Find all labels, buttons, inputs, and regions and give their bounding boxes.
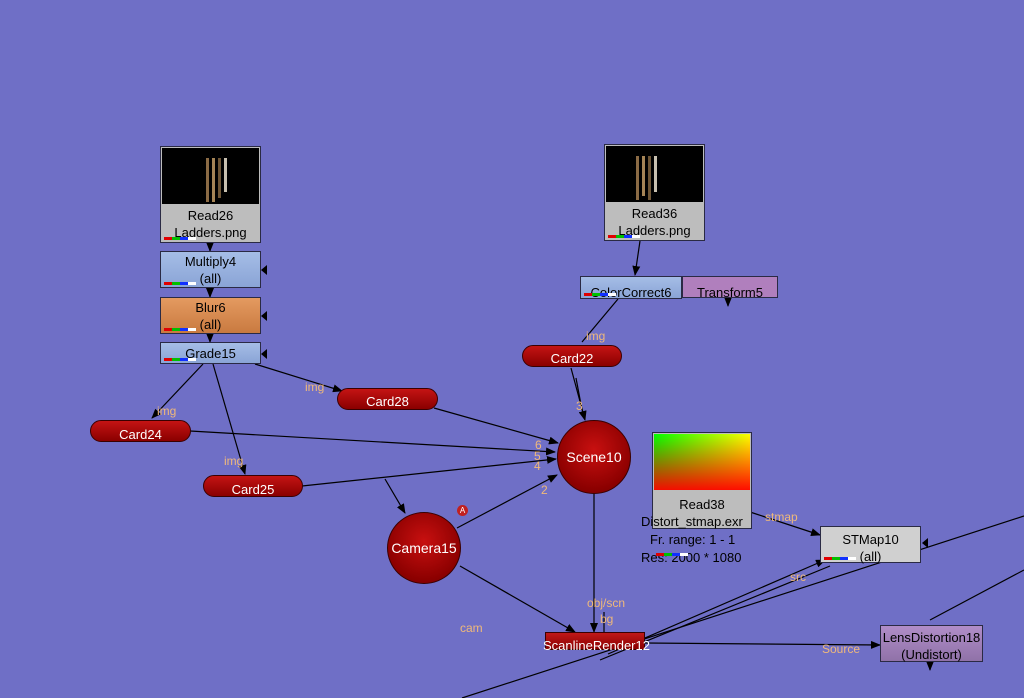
- wire-card22-scene10: [570, 367, 587, 421]
- read38-node[interactable]: Read38: [652, 432, 752, 529]
- input-label-stmap: stmap: [765, 510, 798, 524]
- channel-swatch: [584, 293, 622, 296]
- input-label-obj-scn: obj/scn: [587, 596, 626, 610]
- wire-colorcorrect6-card22: [581, 298, 619, 343]
- wire-read36-colorcorrect6: [632, 240, 641, 276]
- scanlinerender12-title: ScanlineRender12: [543, 638, 650, 653]
- read38-range: Fr. range: 1 - 1: [650, 532, 736, 547]
- scene-input-4: 4: [534, 459, 541, 473]
- read36-thumbnail: [606, 146, 703, 202]
- wire-diagonal-1: [461, 515, 1024, 698]
- scene-input-5: 5: [534, 449, 541, 463]
- card25-title: Card25: [231, 482, 275, 497]
- channel-swatch: [824, 557, 862, 560]
- stmap10-node[interactable]: STMap10 (all): [820, 526, 921, 564]
- read26-file: Ladders.png: [174, 225, 247, 240]
- scene-input-3: 3: [576, 399, 583, 413]
- channel-swatch: [164, 237, 202, 240]
- card24-title: Card24: [119, 427, 162, 442]
- camera15-title: Camera15: [391, 540, 457, 556]
- lensdistortion18-title: LensDistortion18: [882, 630, 981, 645]
- read36-title: Read36: [631, 206, 678, 221]
- card24-node[interactable]: Card24: [90, 420, 191, 442]
- blur6-title: Blur6: [195, 300, 226, 315]
- read26-thumbnail: [162, 148, 259, 204]
- wire-card25-camera15: [384, 478, 406, 514]
- input-label-img: img: [157, 404, 177, 418]
- wire-camera15-scanline: [459, 565, 576, 633]
- card28-title: Card28: [366, 394, 409, 409]
- read38-res: Res: 2000 * 1080: [641, 550, 742, 565]
- wire-read38-stmap10: [749, 511, 821, 536]
- scene-input-6: 6: [535, 438, 542, 452]
- input-label-img: img: [305, 380, 325, 394]
- grade15-node[interactable]: Grade15: [160, 342, 261, 364]
- channel-swatch: [608, 235, 646, 238]
- transform5-node[interactable]: Transform5: [682, 276, 778, 300]
- multiply4-sub: (all): [199, 271, 222, 286]
- read38-channel-swatch: [656, 553, 694, 556]
- grade15-title: Grade15: [185, 346, 236, 361]
- read38-thumbnail: [654, 434, 750, 490]
- wire-diagonal-2: [929, 569, 1024, 621]
- wire-card24-scene10: [189, 430, 556, 456]
- input-label-bg: bg: [600, 612, 614, 626]
- colorcorrect6-title: ColorCorrect6: [590, 285, 672, 300]
- input-label-src: src: [790, 570, 806, 584]
- wire-card25-scene10: [301, 455, 557, 487]
- lensdistortion18-node[interactable]: LensDistortion18 (Undistort): [880, 625, 983, 662]
- input-label-img: img: [586, 329, 606, 343]
- read26-title: Read26: [187, 208, 234, 223]
- wire-card22-scene10b: [575, 377, 583, 411]
- card28-node[interactable]: Card28: [337, 388, 438, 410]
- scene10-node[interactable]: Scene10: [557, 420, 631, 494]
- channel-swatch: [164, 358, 202, 361]
- wire-camera15-scene10: [456, 474, 558, 529]
- read26-node[interactable]: Read26 Ladders.png: [160, 146, 261, 243]
- colorcorrect6-node[interactable]: ColorCorrect6: [580, 276, 682, 300]
- wire-card28-scene10: [433, 407, 559, 445]
- wire-grade15-card28: [254, 363, 343, 393]
- multiply4-node[interactable]: Multiply4 (all): [160, 251, 261, 288]
- transform5-title: Transform5: [697, 285, 763, 300]
- wire-grade15-card25: [212, 363, 247, 475]
- blur6-sub: (all): [199, 317, 222, 332]
- lensdistortion18-sub: (Undistort): [901, 647, 962, 662]
- input-label-source: Source: [822, 642, 861, 656]
- stmap10-sub: (all): [859, 549, 882, 564]
- card22-title: Card22: [550, 351, 594, 366]
- channel-swatch: [164, 328, 202, 331]
- card25-node[interactable]: Card25: [203, 475, 303, 497]
- scanlinerender12-node[interactable]: ScanlineRender12: [543, 632, 650, 653]
- read38-title: Read38: [679, 497, 725, 512]
- stmap10-title: STMap10: [842, 532, 899, 547]
- scene-input-2: 2: [541, 483, 548, 497]
- read36-file: Ladders.png: [618, 223, 691, 238]
- blur6-node[interactable]: Blur6 (all): [160, 297, 261, 334]
- read36-node[interactable]: Read36 Ladders.png: [604, 144, 705, 241]
- card22-node[interactable]: Card22: [522, 345, 622, 367]
- multiply4-title: Multiply4: [184, 254, 237, 269]
- read38-file: Distort_stmap.exr: [641, 514, 743, 529]
- camera15-node[interactable]: Camera15: [387, 512, 461, 584]
- channel-swatch: [164, 282, 202, 285]
- wire-scanline-lensdistortion18: [644, 640, 881, 649]
- wire-grade15-card24: [151, 363, 204, 419]
- scene10-title: Scene10: [566, 449, 622, 465]
- camera-animation-badge: A: [457, 505, 468, 516]
- input-label-img: img: [224, 454, 244, 468]
- input-label-cam: cam: [460, 621, 483, 635]
